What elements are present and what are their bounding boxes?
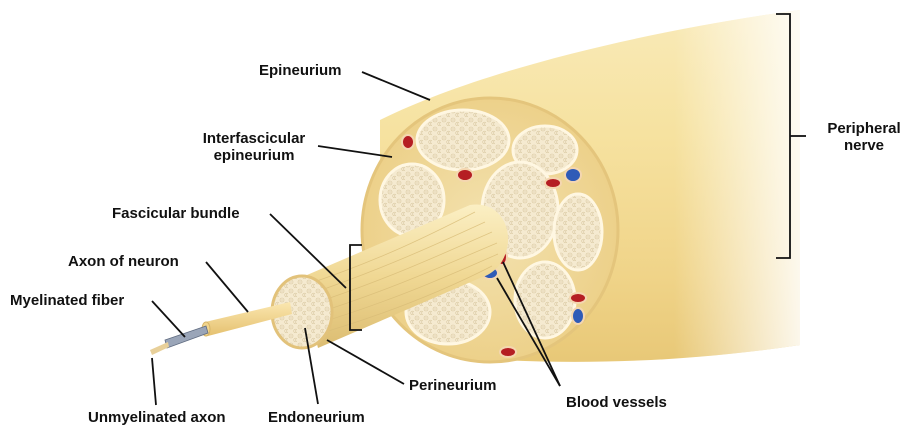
label-peripheral-line1: Peripheral	[812, 120, 916, 137]
label-myelinated-fiber: Myelinated fiber	[10, 292, 124, 309]
label-epineurium: Epineurium	[259, 62, 342, 79]
blood-vessel-blue	[572, 308, 584, 324]
blood-vessel-red	[402, 135, 414, 149]
label-unmyelinated-axon: Unmyelinated axon	[88, 409, 226, 426]
blood-vessel-blue	[565, 168, 581, 182]
fascicle	[554, 194, 602, 270]
blood-vessel-red	[570, 293, 586, 303]
label-peripheral-nerve: Peripheral nerve	[812, 120, 916, 154]
fascicle	[515, 262, 575, 338]
label-endoneurium: Endoneurium	[268, 409, 365, 426]
label-interfascicular-line2: epineurium	[188, 147, 320, 164]
label-interfascicular-line1: Interfascicular	[188, 130, 320, 147]
label-interfascicular-epineurium: Interfascicular epineurium	[188, 130, 320, 164]
label-peripheral-line2: nerve	[812, 137, 916, 154]
blood-vessel-red	[457, 169, 473, 181]
fascicle	[417, 110, 509, 170]
blood-vessel-red	[545, 178, 561, 188]
label-perineurium: Perineurium	[409, 377, 497, 394]
blood-vessel-red	[500, 347, 516, 357]
label-fascicular-bundle: Fascicular bundle	[112, 205, 240, 222]
label-axon-of-neuron: Axon of neuron	[68, 253, 179, 270]
label-blood-vessels: Blood vessels	[566, 394, 667, 411]
